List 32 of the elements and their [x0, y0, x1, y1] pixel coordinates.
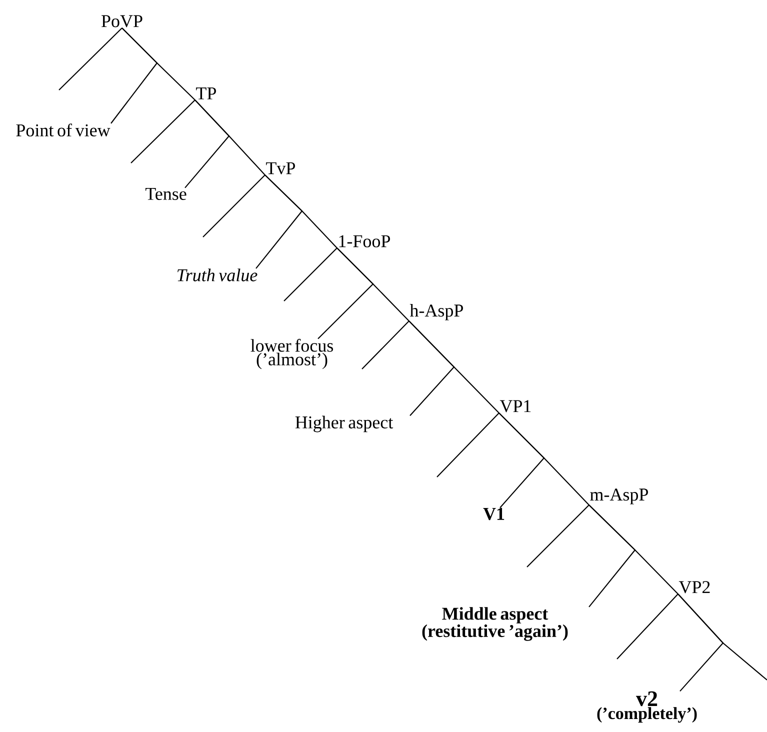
leaf-label: lower focus (’almost’)	[250, 338, 333, 370]
tree-branch	[284, 248, 338, 302]
tree-branch	[678, 594, 724, 692]
leaf-label: Higher aspect	[295, 416, 394, 432]
leaf-label: v2 (’completely’)	[597, 691, 697, 723]
node-label: TP	[196, 88, 216, 100]
tree-branch	[130, 100, 196, 164]
tree-branch	[202, 174, 266, 238]
tree-branch	[588, 504, 636, 608]
tree-branch	[408, 320, 455, 416]
node-label: m-AspP	[590, 488, 648, 504]
tree-branch	[436, 412, 500, 478]
node-label: PoVP	[102, 15, 142, 28]
node-label: VP1	[500, 400, 531, 412]
tree-branch	[110, 28, 158, 124]
leaf-label: Truth value	[178, 268, 258, 282]
tree-branch	[526, 504, 590, 568]
node-label: h-AspP	[410, 304, 463, 320]
tree-branch	[184, 100, 230, 188]
leaf-label: V1	[483, 508, 504, 520]
tree-branch	[256, 174, 303, 269]
tree-branch	[616, 594, 678, 660]
leaf-label: Middle aspect (restitutive ’again’)	[422, 607, 568, 641]
node-label: 1-FooP	[339, 235, 390, 248]
tree-branch	[318, 248, 374, 340]
leaf-label: Point of view	[16, 124, 110, 136]
leaf-label: Tense	[145, 188, 186, 200]
tree-branch	[58, 28, 122, 90]
tree-branch	[498, 412, 545, 508]
tree-branch	[362, 320, 410, 370]
node-label: TvP	[266, 162, 295, 174]
node-label: VP2	[678, 581, 710, 594]
